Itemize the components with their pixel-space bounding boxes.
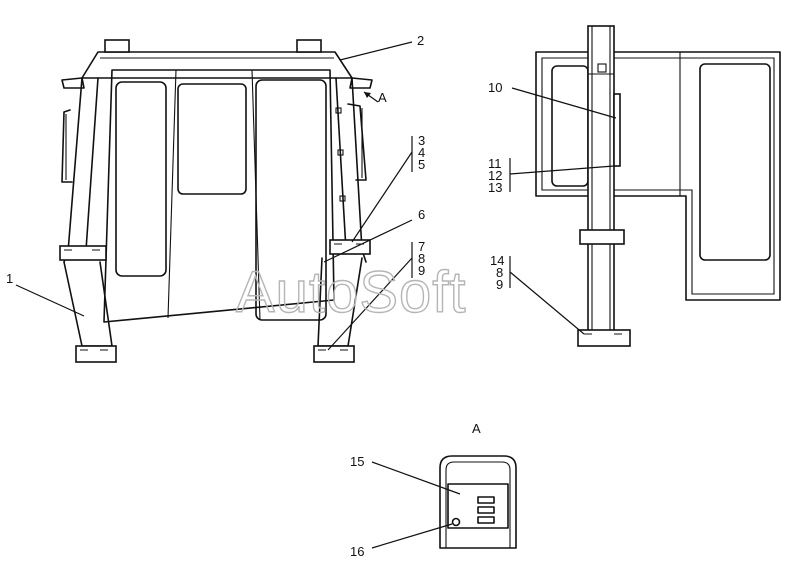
callout-16: 16 bbox=[350, 544, 364, 559]
switch-1 bbox=[477, 496, 495, 504]
leader-11-13 bbox=[509, 165, 615, 175]
leader-16 bbox=[371, 523, 453, 549]
cab-side-view bbox=[535, 25, 781, 347]
roof-lug-left bbox=[104, 39, 130, 53]
callout-14: 14 bbox=[490, 253, 504, 268]
view-arrow-head bbox=[364, 92, 371, 98]
frame-left-outer bbox=[63, 77, 83, 263]
leader-6 bbox=[323, 219, 413, 263]
leader-lines bbox=[15, 41, 617, 549]
frame-bolt bbox=[335, 107, 342, 114]
arrow-label: A bbox=[378, 90, 387, 105]
pillar-foot bbox=[577, 329, 631, 347]
indicator-lamp bbox=[451, 517, 461, 527]
cab-front-view: A bbox=[59, 39, 387, 363]
side-panel bbox=[535, 51, 781, 301]
bracket-left-top bbox=[59, 245, 107, 261]
panel-housing bbox=[439, 455, 517, 549]
switch-2 bbox=[477, 506, 495, 514]
detail-a-view: A bbox=[439, 421, 517, 549]
callout-11: 11 bbox=[488, 156, 502, 171]
leader-10 bbox=[511, 87, 617, 119]
bracket-right-top bbox=[329, 239, 371, 255]
callout-labels: 1 2 3 4 5 6 7 8 9 10 11 12 13 14 8 9 15 … bbox=[6, 33, 504, 559]
side-panel-inner bbox=[541, 57, 775, 295]
pillar-mid-bracket bbox=[579, 229, 625, 245]
callout-12: 12 bbox=[488, 168, 502, 183]
callout-4: 4 bbox=[418, 145, 425, 160]
window-center bbox=[177, 83, 247, 195]
leader-2 bbox=[339, 41, 413, 61]
callout-9b: 9 bbox=[496, 277, 503, 292]
handrail-right bbox=[347, 103, 367, 181]
switch-3 bbox=[477, 516, 495, 524]
window-right bbox=[255, 79, 327, 321]
callout-2: 2 bbox=[417, 33, 424, 48]
leader-15 bbox=[371, 461, 461, 495]
callout-3: 3 bbox=[418, 133, 425, 148]
callout-1: 1 bbox=[6, 271, 13, 286]
leg-left-foot bbox=[75, 345, 117, 363]
callout-10: 10 bbox=[488, 80, 502, 95]
pillar-bolt bbox=[597, 63, 607, 73]
pillar-rail bbox=[613, 93, 621, 167]
callout-6: 6 bbox=[418, 207, 425, 222]
leg-right-foot bbox=[313, 345, 355, 363]
callout-9a: 9 bbox=[418, 263, 425, 278]
eave-right bbox=[349, 77, 373, 89]
callout-8a: 8 bbox=[418, 251, 425, 266]
window-left bbox=[115, 81, 167, 277]
frame-right-inner bbox=[335, 77, 347, 251]
frame-bolt bbox=[337, 149, 344, 156]
side-window-right bbox=[699, 63, 771, 261]
handrail-left bbox=[61, 109, 73, 183]
roof-lug-right bbox=[296, 39, 322, 53]
panel-housing-inner bbox=[445, 461, 511, 548]
eave-left bbox=[61, 77, 85, 89]
cab-front-panel bbox=[103, 69, 335, 323]
pillar-edges bbox=[591, 26, 611, 336]
callout-15: 15 bbox=[350, 454, 364, 469]
leader-1 bbox=[15, 284, 85, 317]
leader-7-9 bbox=[327, 257, 413, 351]
frame-bolt bbox=[339, 195, 346, 202]
leader-14-9 bbox=[509, 271, 585, 335]
callout-5: 5 bbox=[418, 157, 425, 172]
callout-8b: 8 bbox=[496, 265, 503, 280]
callout-13: 13 bbox=[488, 180, 502, 195]
cab-roof bbox=[81, 51, 353, 79]
leader-3-5 bbox=[351, 151, 413, 243]
callout-7: 7 bbox=[418, 239, 425, 254]
watermark: AutoSoft bbox=[236, 260, 466, 325]
frame-left-inner bbox=[85, 77, 99, 251]
switch-plate bbox=[447, 483, 509, 529]
view-label: A bbox=[472, 421, 481, 436]
panel-seam-left bbox=[167, 69, 177, 319]
